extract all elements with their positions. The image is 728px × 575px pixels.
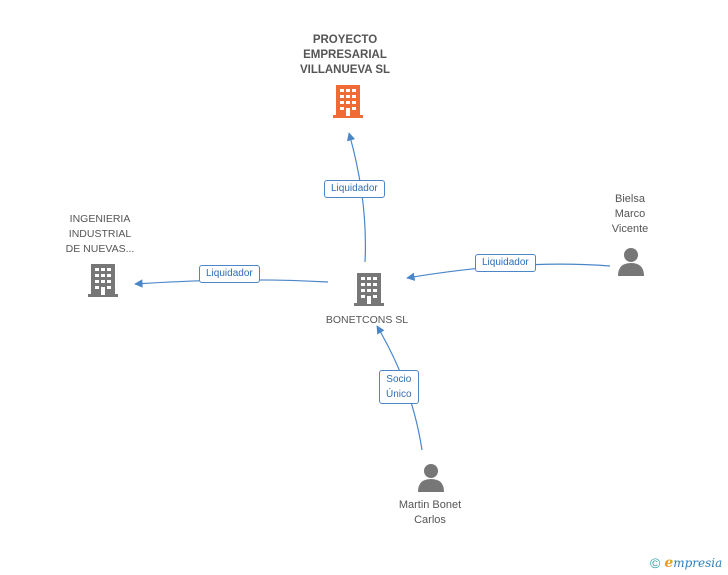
edge-label-socio-unico: Socio Único	[379, 370, 419, 404]
empresia-logo: © empresia	[650, 555, 722, 571]
person-icon[interactable]	[617, 247, 645, 277]
building-icon[interactable]	[88, 263, 118, 297]
node-label-proyecto-empresarial[interactable]: PROYECTO EMPRESARIAL VILLANUEVA SL	[299, 34, 391, 76]
edge-label-liquidador-ingenieria: Liquidador	[199, 265, 260, 283]
edge-bonetcons-to-proyecto	[347, 132, 366, 263]
node-label-martin-bonet[interactable]: Martin Bonet Carlos	[398, 499, 462, 526]
person-icon[interactable]	[417, 463, 445, 493]
copyright-icon: ©	[650, 555, 661, 571]
building-icon[interactable]	[333, 84, 363, 118]
building-icon[interactable]	[354, 272, 384, 306]
node-label-ingenieria-industrial[interactable]: INGENIERIA INDUSTRIAL DE NUEVAS...	[65, 213, 135, 255]
node-label-bielsa[interactable]: Bielsa Marco Vicente	[611, 193, 649, 235]
brand-wordmark: empresia	[664, 555, 723, 571]
node-label-bonetcons[interactable]: BONETCONS SL	[325, 314, 409, 326]
edge-label-liquidador-bielsa: Liquidador	[475, 254, 536, 272]
edge-label-liquidador-proyecto: Liquidador	[324, 180, 385, 198]
